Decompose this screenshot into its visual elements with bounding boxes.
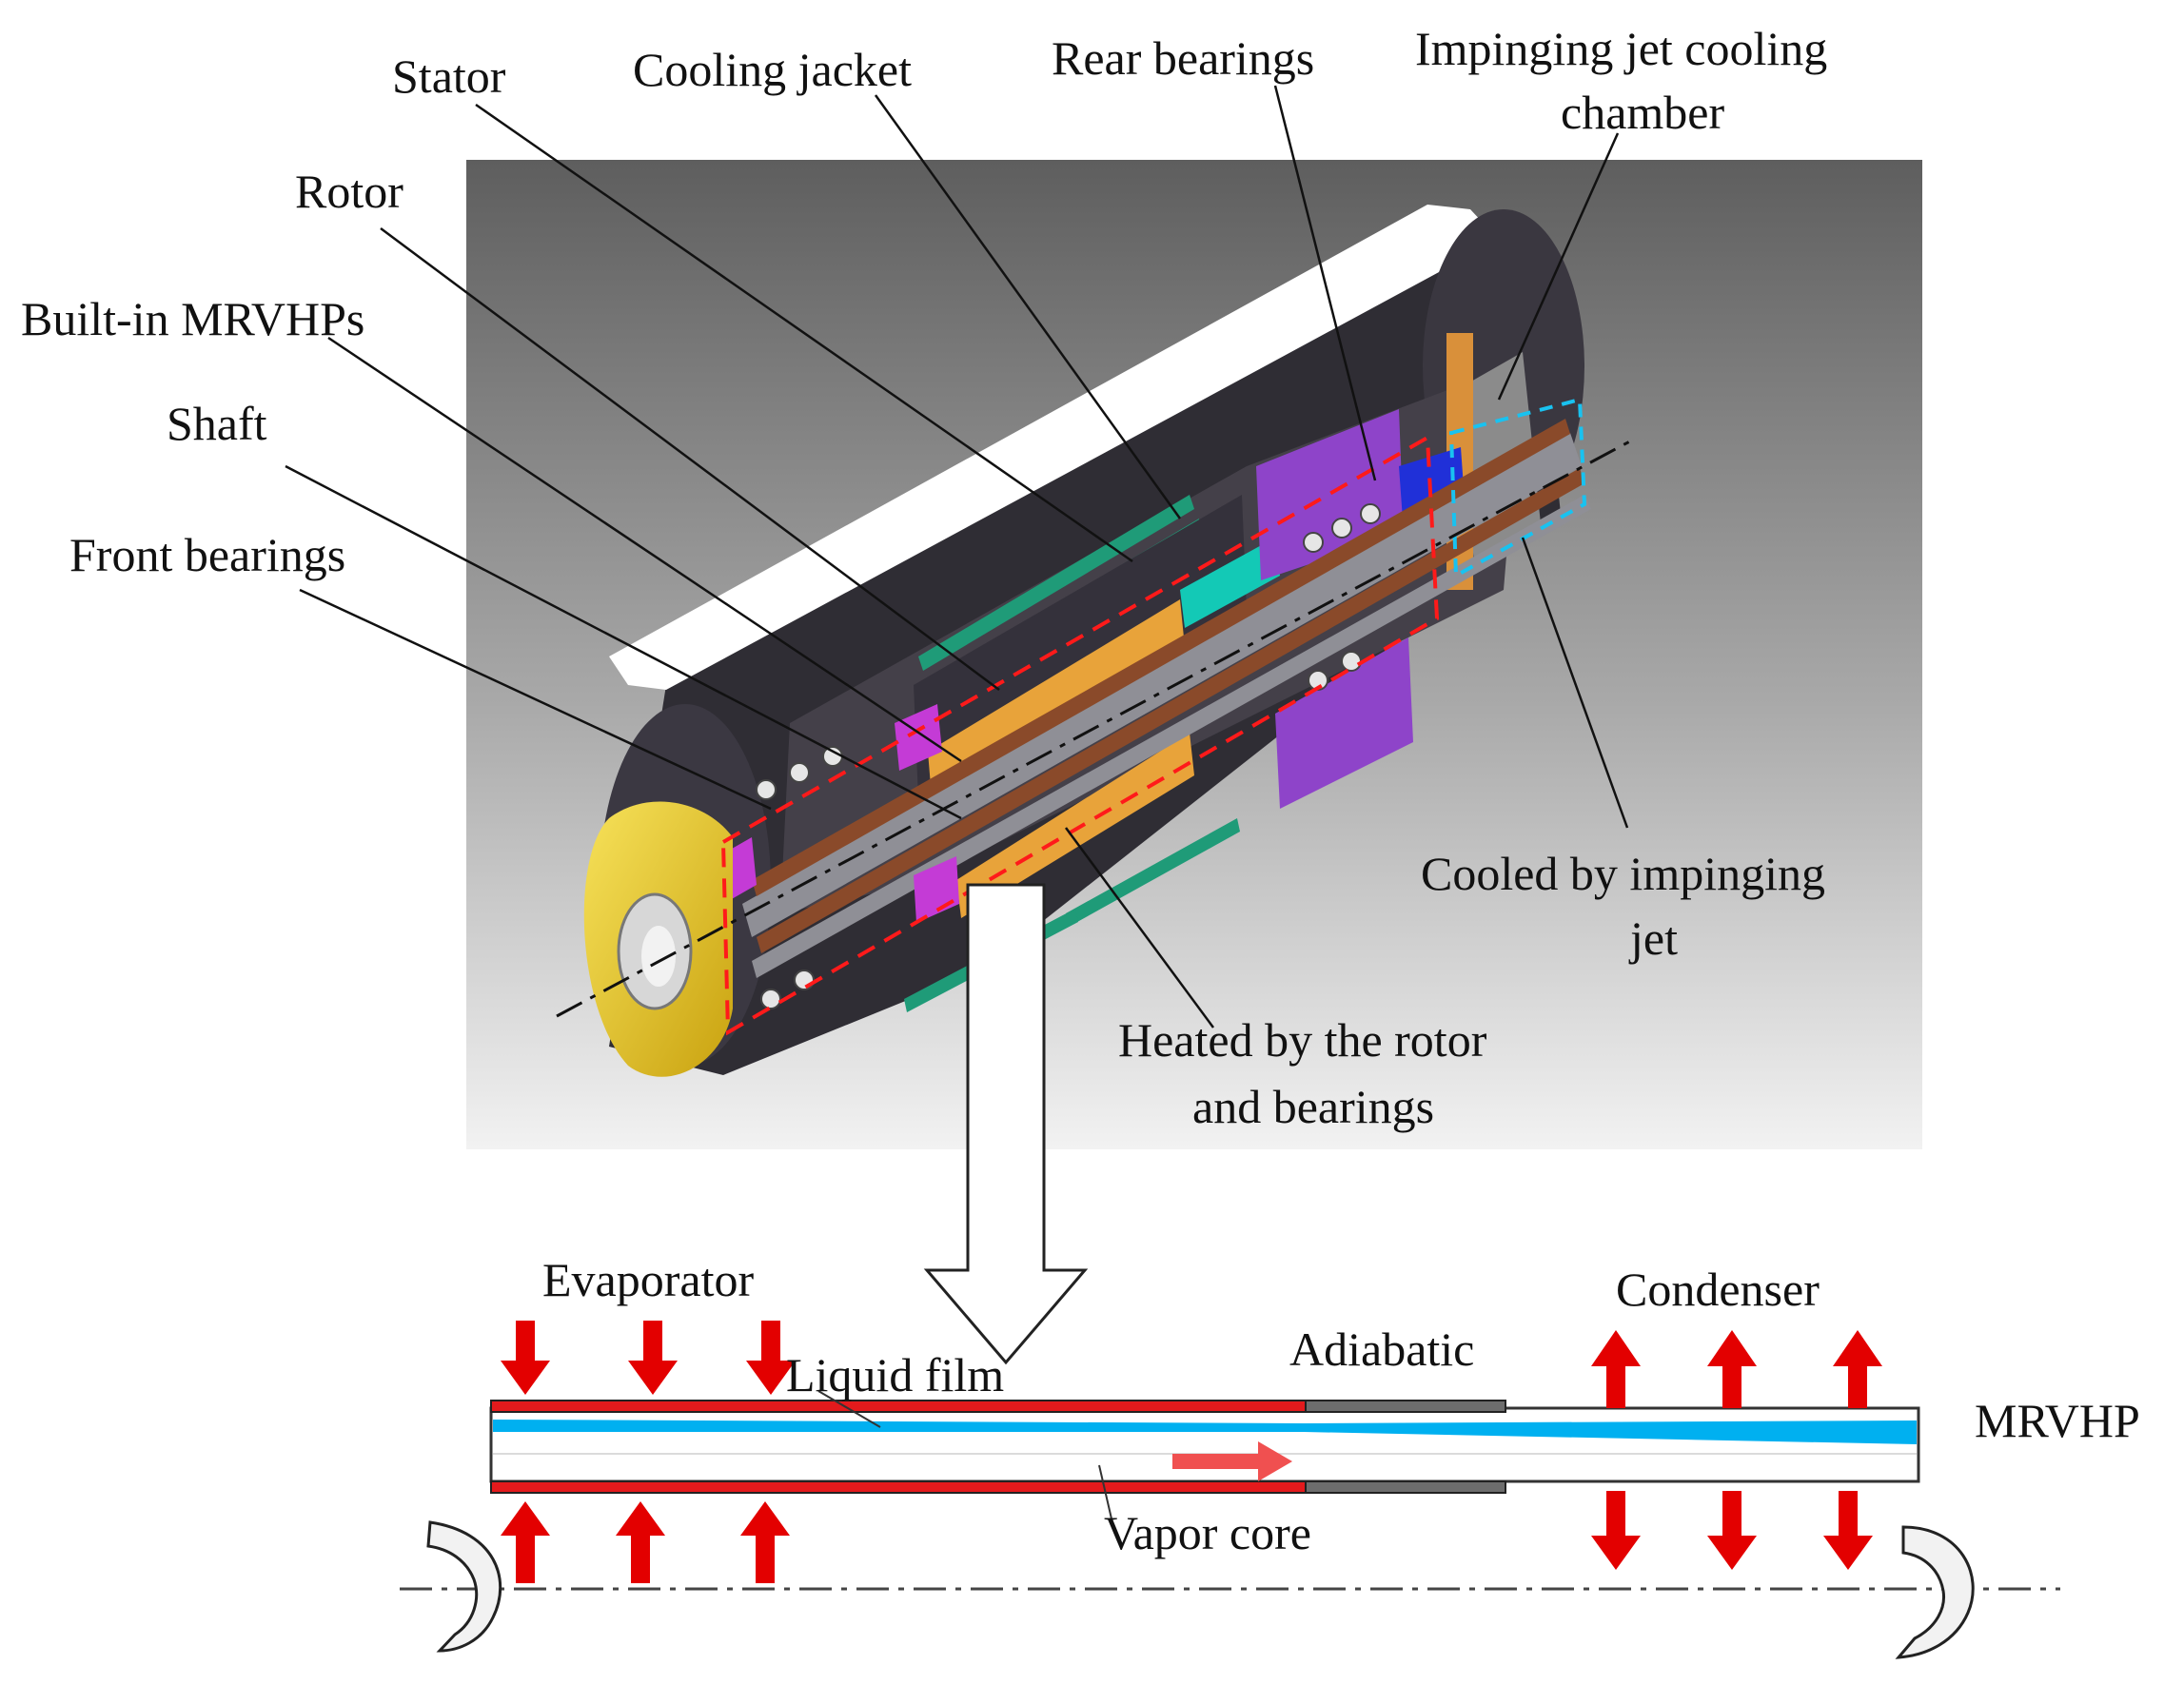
condenser-heat-arrows-top	[1591, 1330, 1882, 1408]
leader-stator	[475, 103, 1133, 563]
evaporator-wall-top	[490, 1400, 1307, 1413]
front-bearing-spacer-low2	[914, 856, 959, 923]
leader-heated	[1064, 827, 1215, 1029]
label-stator: Stator	[392, 49, 506, 103]
label-adiabatic: Adiabatic	[1289, 1323, 1474, 1376]
front-bearing-spacer	[895, 704, 942, 771]
rotor-sleeve-lower	[956, 733, 1194, 918]
label-impinging-chamber-2: chamber	[1561, 86, 1724, 139]
label-heated-1: Heated by the rotor	[1118, 1013, 1487, 1067]
leader-rotor	[380, 226, 1000, 692]
spindle-cutaway-render	[466, 160, 1922, 1149]
mrvhp-tube	[489, 1406, 1920, 1483]
label-cooled-1: Cooled by impinging	[1421, 847, 1825, 900]
vapor-core-pointer	[1098, 1464, 1114, 1528]
leader-builtin-mrvhps	[327, 336, 962, 763]
liquid-film-pointer	[817, 1390, 881, 1428]
leader-rear-bearings	[1273, 85, 1377, 481]
label-vapor-core: Vapor core	[1104, 1506, 1311, 1559]
label-liquid-film: Liquid film	[786, 1348, 1004, 1401]
evaporator-heat-arrows-top	[501, 1321, 796, 1395]
render-centerline	[556, 436, 1638, 1018]
liquid-film	[493, 1420, 1917, 1444]
evaporator-region-outline	[720, 434, 1440, 1036]
adiabatic-wall-bottom	[1305, 1480, 1506, 1494]
label-heated-2: and bearings	[1192, 1080, 1434, 1133]
bearing-balls	[756, 503, 1381, 1009]
render-labels: Stator Cooling jacket Rear bearings Impi…	[21, 22, 1827, 1133]
rotation-symbol-left	[426, 1520, 502, 1653]
label-shaft: Shaft	[167, 397, 267, 450]
mrvhp-schematic: Evaporator Liquid film Adiabatic Condens…	[400, 1253, 2140, 1659]
label-rotor: Rotor	[295, 165, 403, 218]
label-cooled-2: jet	[1628, 911, 1678, 965]
label-mrvhp: MRVHP	[1975, 1394, 2140, 1447]
condenser-region-outline	[1448, 397, 1587, 579]
leader-impinging-chamber	[1497, 132, 1620, 401]
front-nut-hole	[641, 926, 676, 987]
rear-bearing-housing-lower	[1275, 637, 1413, 809]
condenser-heat-arrows-bottom	[1591, 1491, 1873, 1570]
leader-shaft	[285, 464, 962, 820]
label-builtin-mrvhps: Built-in MRVHPs	[21, 292, 364, 345]
label-front-bearings: Front bearings	[69, 528, 345, 581]
leader-lines	[285, 85, 1629, 1029]
adiabatic-wall-top	[1305, 1400, 1506, 1413]
label-cooling-jacket: Cooling jacket	[633, 43, 912, 96]
vapor-flow-arrow	[1172, 1441, 1292, 1481]
label-impinging-chamber-1: Impinging jet cooling	[1415, 22, 1827, 75]
leader-front-bearings	[299, 588, 772, 811]
evaporator-wall-bottom	[490, 1480, 1307, 1494]
leader-cooling-jacket	[874, 94, 1182, 519]
shaft	[742, 419, 1591, 978]
teal-ring	[1180, 538, 1280, 628]
leader-cooled	[1521, 537, 1629, 829]
transition-arrow	[923, 883, 1089, 1365]
label-evaporator: Evaporator	[542, 1253, 754, 1306]
label-condenser: Condenser	[1616, 1263, 1820, 1316]
label-rear-bearings: Rear bearings	[1052, 31, 1314, 85]
rotation-symbol-right	[1895, 1525, 1975, 1659]
evaporator-heat-arrows-bottom	[501, 1501, 790, 1583]
